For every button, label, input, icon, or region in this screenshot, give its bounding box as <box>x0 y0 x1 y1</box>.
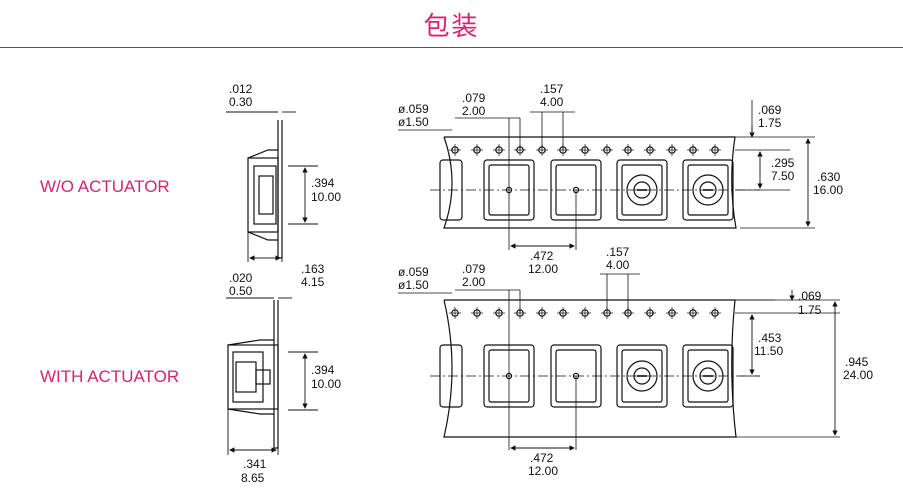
tape-pocket <box>616 344 668 408</box>
tape-cover-strip <box>277 120 283 259</box>
rotary-knob <box>699 181 717 199</box>
side-view-with-actuator <box>226 297 318 455</box>
tape2-hole-pitch-mm: 4.00 <box>606 258 630 272</box>
label-with-actuator: WITH ACTUATOR <box>40 367 180 386</box>
tape-pocket <box>682 159 734 221</box>
tape2-hole-dia-in: ø.059 <box>398 265 429 279</box>
tape2-width-mm: 24.00 <box>843 368 874 382</box>
rotary-knob <box>699 367 717 385</box>
tape1-hole-dia-mm: ø1.50 <box>398 115 429 129</box>
tape1-hole-dia-in: ø.059 <box>398 102 429 116</box>
tape2-hole-offset-mm: 2.00 <box>462 275 486 289</box>
tape1-width-in: .630 <box>817 170 841 184</box>
carrier-tape <box>443 299 737 438</box>
carrier-tape <box>443 136 737 229</box>
rotary-dial <box>692 360 724 392</box>
tape2-hole-offset-in: .079 <box>462 262 486 276</box>
tape-pocket <box>682 344 734 408</box>
tape1-hole-offset-mm: 2.00 <box>462 104 486 118</box>
side-view-without-actuator <box>226 111 318 262</box>
page-title: 包装 <box>423 12 480 42</box>
tape1-hole-pitch-in: .157 <box>540 82 564 96</box>
rotary-knob <box>633 181 651 199</box>
tape1-pocket-pitch-in: .472 <box>530 249 554 263</box>
label-without-actuator: W/O ACTUATOR <box>40 177 170 196</box>
dim-height-mm-with: 10.00 <box>311 377 342 391</box>
tape-cover-strip <box>273 300 279 449</box>
pocket-inner <box>621 164 663 216</box>
tape1-hole-pitch-mm: 4.00 <box>540 95 564 109</box>
switch-inner <box>232 351 264 403</box>
tape1-edge-mm: 1.75 <box>758 116 782 130</box>
dim-height-in-with: .394 <box>311 363 335 377</box>
tape-16mm-drawing <box>398 100 815 250</box>
tape2-center-mm: 11.50 <box>754 344 784 358</box>
pocket-outline <box>227 339 274 415</box>
dim-depth-in-wo: .163 <box>301 262 325 276</box>
tape2-edge-mm: 1.75 <box>798 303 822 317</box>
rotary-dial <box>626 360 658 392</box>
rotary-knob <box>633 367 651 385</box>
actuator-knob <box>255 369 271 385</box>
pocket-inner <box>687 164 729 216</box>
switch-core <box>235 361 257 393</box>
tape-24mm-drawing <box>398 273 840 451</box>
partial-pocket <box>439 159 463 221</box>
tape2-width-in: .945 <box>845 355 869 369</box>
partial-pocket <box>439 344 463 408</box>
dim-thickness-mm-wo: 0.30 <box>229 95 253 109</box>
dim-depth-mm-wo: 4.15 <box>301 275 325 289</box>
tape1-pocket-pitch-mm: 12.00 <box>528 262 559 276</box>
tape2-hole-dia-mm: ø1.50 <box>398 278 429 292</box>
title-divider <box>0 47 903 48</box>
dim-thickness-in-with: .020 <box>229 271 253 285</box>
switch-core <box>258 175 274 215</box>
tape-pocket <box>616 159 668 221</box>
tape1-edge-in: .069 <box>758 103 782 117</box>
pocket-outline <box>247 149 278 241</box>
dim-depth-in-with: .341 <box>243 457 267 471</box>
dim-depth-mm-with: 8.65 <box>241 471 265 485</box>
tape2-hole-pitch-in: .157 <box>606 245 630 259</box>
pocket-inner <box>687 349 729 403</box>
tape2-center-in: .453 <box>758 331 782 345</box>
pocket-inner <box>621 349 663 403</box>
dim-height-mm-wo: 10.00 <box>311 190 342 204</box>
dim-height-in-wo: .394 <box>311 176 335 190</box>
tape1-center-in: .295 <box>771 156 795 170</box>
rotary-dial <box>692 174 724 206</box>
switch-inner <box>253 165 277 225</box>
tape2-edge-in: .069 <box>798 289 822 303</box>
dim-thickness-in-wo: .012 <box>229 82 253 96</box>
rotary-dial <box>626 174 658 206</box>
dim-thickness-mm-with: 0.50 <box>229 284 253 298</box>
tape2-pocket-pitch-mm: 12.00 <box>528 464 559 478</box>
tape2-pocket-pitch-in: .472 <box>530 451 554 465</box>
tape1-width-mm: 16.00 <box>813 183 844 197</box>
tape1-center-mm: 7.50 <box>771 169 795 183</box>
tape1-hole-offset-in: .079 <box>462 91 486 105</box>
